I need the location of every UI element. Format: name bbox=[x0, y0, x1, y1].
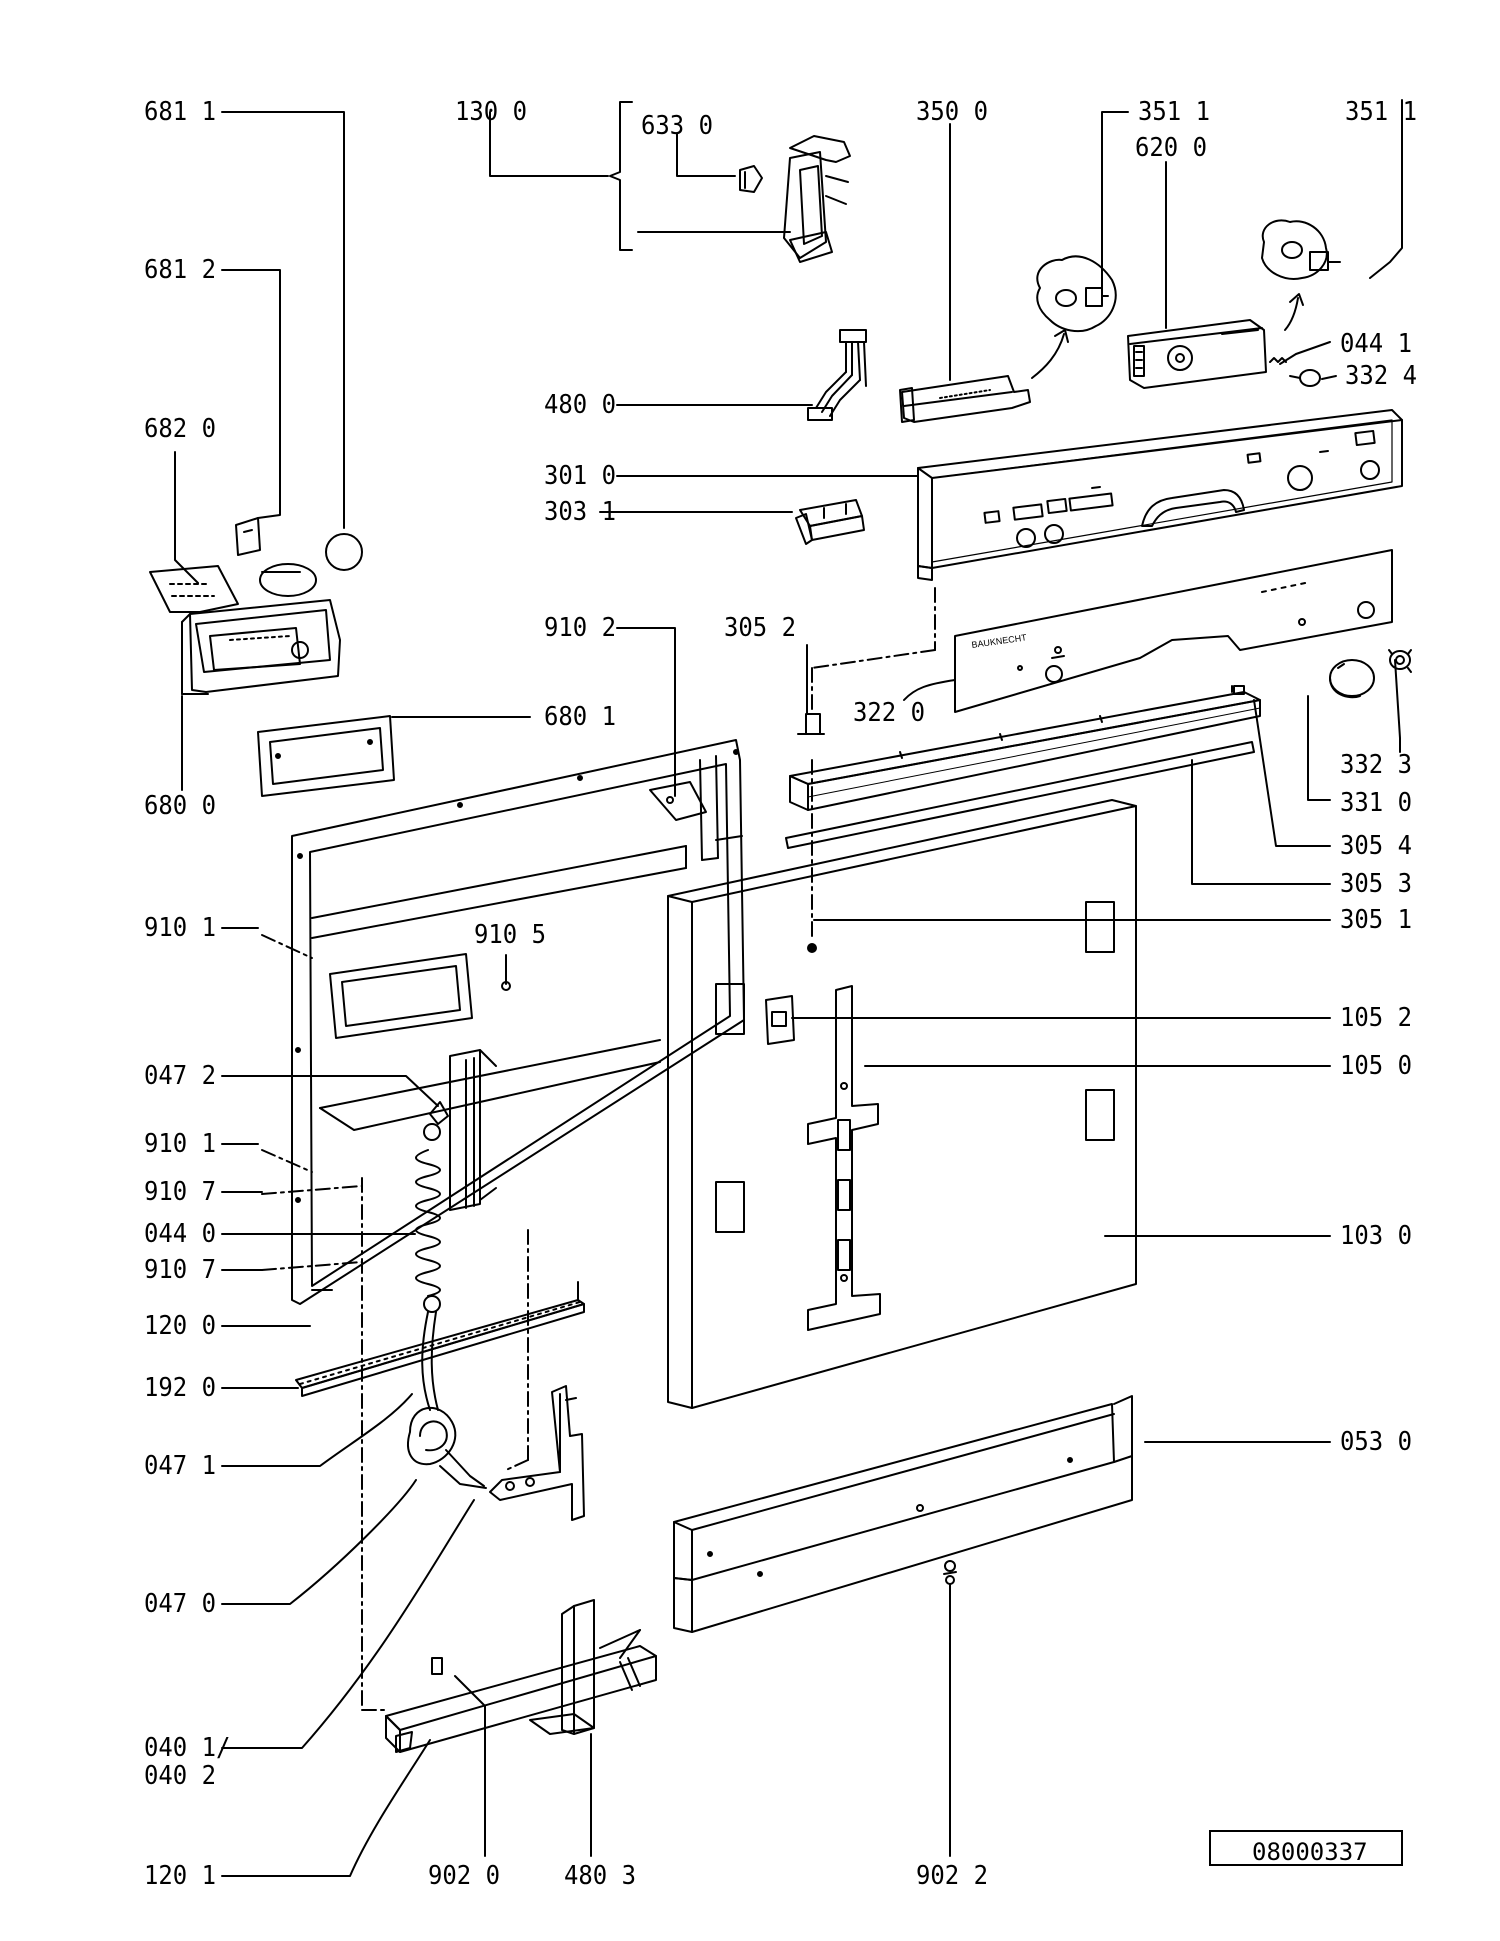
lower-support-120-1 bbox=[385, 1599, 657, 1753]
callout-680-1: 680 1 bbox=[544, 702, 617, 732]
electronic-module-350-0 bbox=[899, 375, 1031, 423]
door-latch-assembly bbox=[739, 135, 851, 263]
callout-103-0: 103 0 bbox=[1340, 1221, 1413, 1251]
outer-door-103-0 bbox=[667, 799, 1137, 1409]
assembly-centerlines bbox=[261, 587, 936, 1711]
hinge-spring-assembly bbox=[407, 1049, 497, 1489]
inner-panel-322-0 bbox=[954, 549, 1393, 713]
hinge-bracket-040 bbox=[489, 1385, 585, 1521]
leader-331-0 bbox=[1307, 695, 1331, 801]
clip-305-2 bbox=[797, 713, 825, 735]
callout-331-0: 331 0 bbox=[1340, 788, 1413, 818]
bottom-trim-053-0 bbox=[673, 1395, 1133, 1633]
callout-910-7-b: 910 7 bbox=[144, 1255, 217, 1285]
leader-322-0 bbox=[903, 679, 956, 701]
leader-047-1 bbox=[221, 1393, 413, 1467]
callout-047-2: 047 2 bbox=[144, 1061, 217, 1091]
leader-332-3 bbox=[1394, 659, 1401, 753]
callout-305-4: 305 4 bbox=[1340, 831, 1413, 861]
callout-681-2: 681 2 bbox=[144, 255, 217, 285]
leader-633-0 bbox=[676, 133, 736, 177]
callout-105-2: 105 2 bbox=[1340, 1003, 1413, 1033]
leader-040-1 bbox=[221, 1499, 475, 1749]
callout-047-1: 047 1 bbox=[144, 1451, 217, 1481]
callout-682-0: 682 0 bbox=[144, 414, 217, 444]
callout-332-3: 332 3 bbox=[1340, 750, 1413, 780]
callout-322-0: 322 0 bbox=[853, 698, 926, 728]
leader-044-1 bbox=[1279, 341, 1331, 365]
callout-301-0: 301 0 bbox=[544, 461, 617, 491]
callout-305-2: 305 2 bbox=[724, 613, 797, 643]
callout-480-3: 480 3 bbox=[564, 1861, 637, 1891]
control-module-620-0 bbox=[1127, 319, 1267, 389]
leader-130-0 bbox=[489, 111, 609, 177]
callout-620-0: 620 0 bbox=[1135, 133, 1208, 163]
control-knob-331-0 bbox=[1329, 649, 1412, 699]
callout-105-0: 105 0 bbox=[1340, 1051, 1413, 1081]
leader-351-1a bbox=[1101, 111, 1129, 293]
callout-910-7-a: 910 7 bbox=[144, 1177, 217, 1207]
leader-047-2 bbox=[221, 1075, 439, 1107]
callout-053-0: 053 0 bbox=[1340, 1427, 1413, 1457]
control-panel-301-0 bbox=[917, 409, 1403, 581]
assembly-arrows bbox=[1031, 293, 1304, 379]
callout-303-1: 303 1 bbox=[544, 497, 617, 527]
callout-305-1: 305 1 bbox=[1340, 905, 1413, 935]
callout-480-0: 480 0 bbox=[544, 390, 617, 420]
leader-681-2 bbox=[221, 269, 281, 519]
leader-305-4 bbox=[1253, 699, 1331, 847]
callout-192-0: 192 0 bbox=[144, 1373, 217, 1403]
callout-910-1-a: 910 1 bbox=[144, 913, 217, 943]
detergent-dispenser-assembly bbox=[149, 517, 395, 797]
leader-305-3 bbox=[1191, 759, 1331, 885]
callout-332-4: 332 4 bbox=[1345, 361, 1418, 391]
callout-350-0: 350 0 bbox=[916, 97, 989, 127]
leader-lines bbox=[174, 99, 1403, 1877]
switch-details-351-1 bbox=[1036, 219, 1341, 387]
document-code: 08000337 bbox=[1252, 1838, 1368, 1866]
brand-mark: BAUKNECHT bbox=[971, 632, 1028, 650]
door-frame-120-0 bbox=[291, 739, 745, 1305]
callout-044-1: 044 1 bbox=[1340, 329, 1413, 359]
leader-902-0 bbox=[454, 1675, 486, 1857]
callout-130-0: 130 0 bbox=[455, 97, 528, 127]
leader-351-1b bbox=[1369, 99, 1403, 279]
document-code-box bbox=[1209, 1830, 1403, 1866]
cover-303-1 bbox=[795, 499, 865, 545]
callout-351-1-a: 351 1 bbox=[1138, 97, 1211, 127]
leader-910-2 bbox=[616, 627, 676, 797]
callout-120-0: 120 0 bbox=[144, 1311, 217, 1341]
callout-902-2: 902 2 bbox=[916, 1861, 989, 1891]
leader-120-1 bbox=[221, 1739, 431, 1877]
callout-305-3: 305 3 bbox=[1340, 869, 1413, 899]
leader-332-4 bbox=[1321, 375, 1337, 380]
callout-910-1-b: 910 1 bbox=[144, 1129, 217, 1159]
callout-040-1: 040 1/ bbox=[144, 1733, 231, 1763]
bracket-130-0 bbox=[609, 101, 633, 251]
callout-910-2: 910 2 bbox=[544, 613, 617, 643]
callout-044-0: 044 0 bbox=[144, 1219, 217, 1249]
seal-strip-192-0 bbox=[295, 1281, 585, 1397]
callout-351-1-b: 351 1 bbox=[1345, 97, 1418, 127]
callout-047-0: 047 0 bbox=[144, 1589, 217, 1619]
callout-910-5: 910 5 bbox=[474, 920, 547, 950]
callout-633-0: 633 0 bbox=[641, 111, 714, 141]
wire-harness-480-0 bbox=[807, 329, 867, 421]
callout-680-0: 680 0 bbox=[144, 791, 217, 821]
leader-682-0 bbox=[174, 451, 199, 584]
leader-681-1 bbox=[221, 111, 345, 529]
callout-902-0: 902 0 bbox=[428, 1861, 501, 1891]
leader-047-0 bbox=[221, 1479, 417, 1605]
rail-assembly-305 bbox=[785, 685, 1261, 849]
callout-120-1: 120 1 bbox=[144, 1861, 217, 1891]
callout-681-1: 681 1 bbox=[144, 97, 217, 127]
callout-040-2: 040 2 bbox=[144, 1761, 217, 1791]
